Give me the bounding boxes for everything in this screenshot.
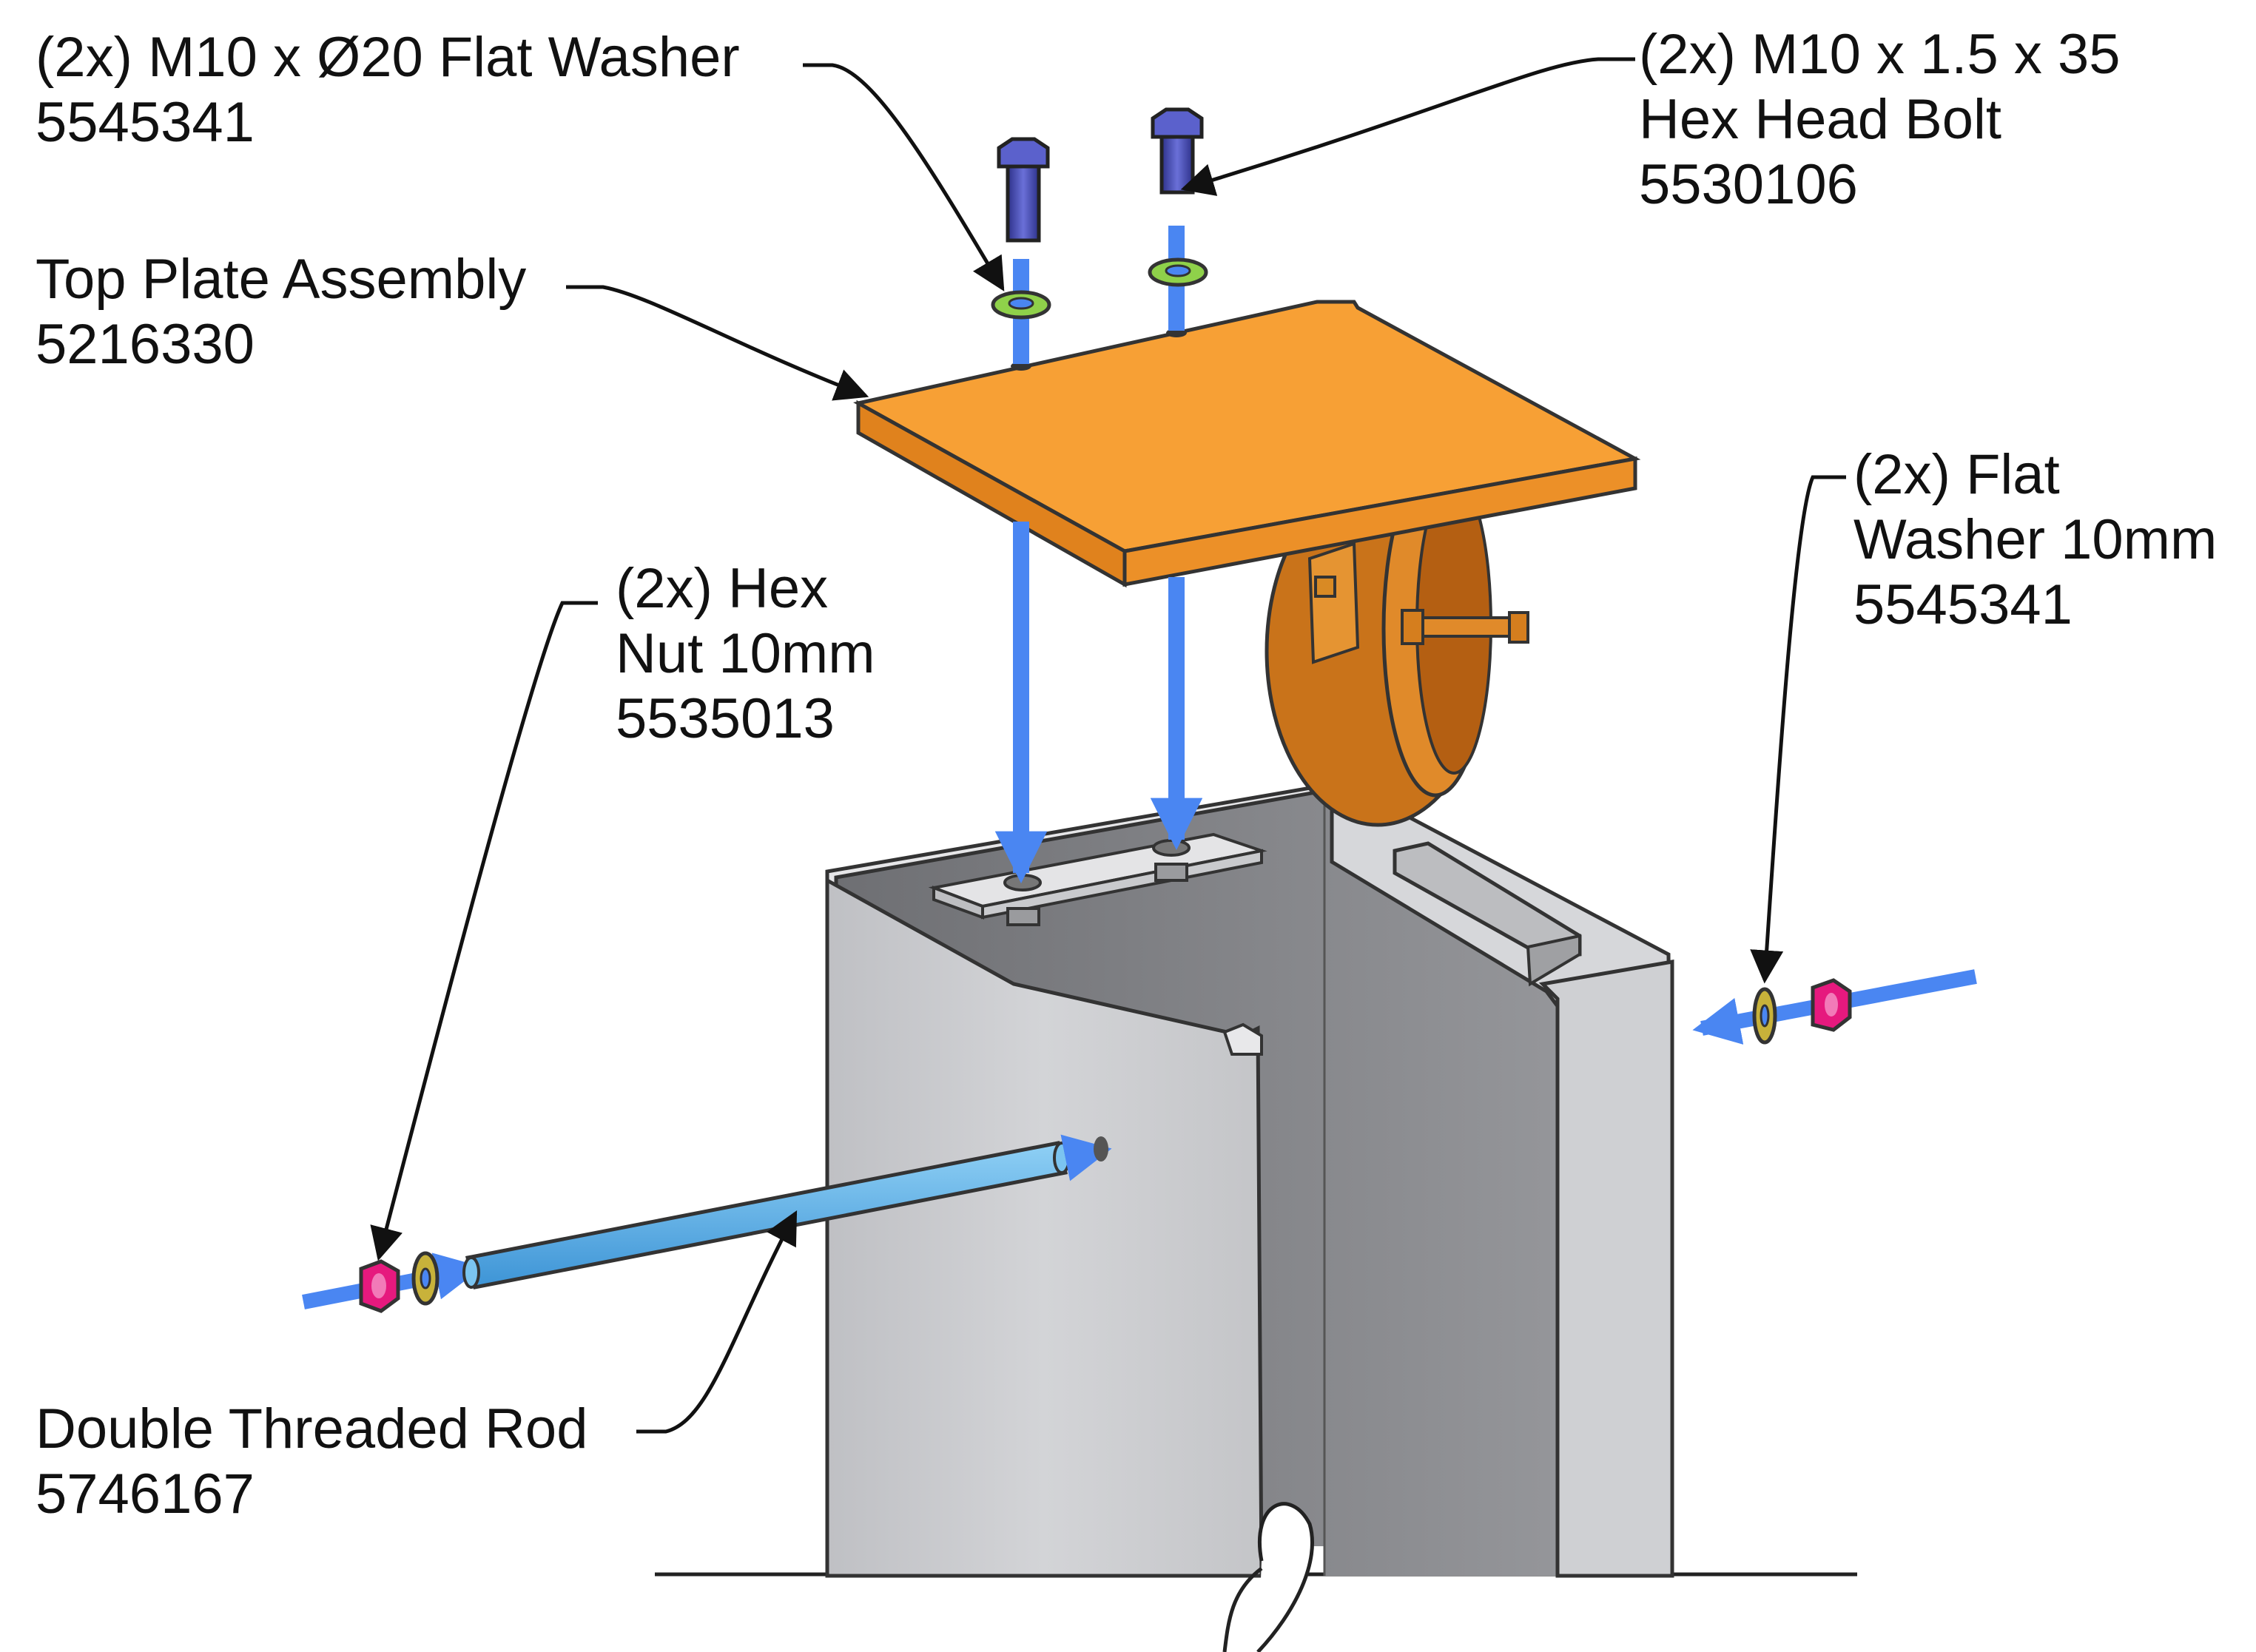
label-top-plate: Top Plate Assembly 5216330	[36, 247, 526, 377]
label-hex-nut: (2x) Hex Nut 10mm 5535013	[616, 556, 875, 752]
label-line: Washer 10mm	[1853, 508, 2218, 571]
label-part-number: 5746167	[36, 1463, 255, 1525]
label-line: Nut 10mm	[616, 622, 875, 685]
top-plate	[853, 300, 1641, 588]
pulley-bolt-head	[1314, 576, 1336, 598]
label-line: (2x) Hex	[616, 557, 829, 620]
hex-nut-icon	[359, 1259, 400, 1313]
label-line: (2x) M10 x 1.5 x 35	[1639, 23, 2121, 86]
flat-washer-icon	[991, 290, 1051, 320]
label-part-number: 5216330	[36, 313, 255, 376]
post-break-line	[1256, 1502, 1314, 1652]
label-line: Top Plate Assembly	[36, 248, 527, 311]
label-line: Double Threaded Rod	[36, 1398, 588, 1460]
hex-bolt-icon	[1151, 107, 1204, 195]
label-part-number: 5545341	[1853, 573, 2073, 636]
side-assembly-right	[1692, 969, 1977, 1045]
label-threaded-rod: Double Threaded Rod 5746167	[36, 1397, 587, 1527]
label-line: Hex Head Bolt	[1639, 88, 2002, 151]
side-assembly-left	[302, 1134, 1112, 1313]
label-part-number: 5530106	[1639, 153, 1858, 216]
flat-washer-icon	[1752, 987, 1777, 1045]
post-channel	[825, 782, 1674, 1652]
post-hole	[1094, 1136, 1108, 1162]
label-part-number: 5545341	[36, 91, 255, 154]
pulley-wheel	[1265, 460, 1529, 827]
flat-washer-icon	[411, 1251, 440, 1306]
label-line: (2x) M10 x Ø20 Flat Washer	[36, 26, 740, 89]
label-flat-washer-side: (2x) Flat Washer 10mm 5545341	[1853, 442, 2217, 638]
flat-washer-icon	[1148, 257, 1208, 287]
label-hex-bolt: (2x) M10 x 1.5 x 35 Hex Head Bolt 553010…	[1639, 22, 2121, 218]
hex-nut-icon	[1811, 978, 1852, 1032]
leader-lines	[370, 57, 1846, 1434]
label-line: (2x) Flat	[1853, 443, 2060, 506]
label-part-number: 5535013	[616, 687, 835, 750]
hex-bolt-icon	[997, 137, 1050, 243]
label-flat-washer-top: (2x) M10 x Ø20 Flat Washer 5545341	[36, 25, 740, 155]
